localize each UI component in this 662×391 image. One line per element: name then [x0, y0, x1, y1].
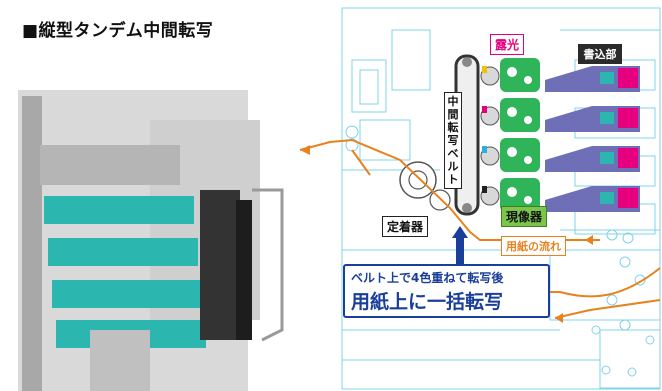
writer-unit-2	[545, 106, 640, 132]
station-cyan	[480, 138, 540, 172]
fuser-unit	[399, 161, 451, 211]
imaging-stations	[480, 58, 540, 212]
printer-photo	[18, 90, 284, 391]
belt-label: 中間転写ベルト	[444, 92, 462, 189]
callout-pointer-stem	[456, 238, 464, 266]
exposure-label: 露光	[490, 34, 525, 55]
writer-unit-1	[545, 66, 640, 92]
station-black	[480, 178, 540, 212]
fuser-label: 定着器	[382, 216, 429, 237]
diagram-title: ■縦型タンデム中間転写	[22, 21, 214, 41]
callout-box: ベルト上で4色重ねて転写後 用紙上に一括転写	[343, 264, 550, 318]
writer-label: 書込部	[578, 44, 622, 64]
writer-unit-4	[545, 186, 640, 212]
callout-line-1: ベルト上で4色重ねて転写後	[351, 271, 504, 285]
callout-line-2: 用紙上に一括転写	[351, 291, 504, 313]
developer-label: 現像器	[501, 206, 548, 227]
paper-flow-label: 用紙の流れ	[501, 236, 566, 256]
writer-units	[545, 66, 640, 212]
printer-line-art	[341, 7, 661, 390]
station-magenta	[480, 98, 540, 132]
writer-unit-3	[545, 146, 640, 172]
callout-pointer	[452, 226, 468, 238]
paper-path	[299, 138, 661, 319]
station-yellow	[480, 58, 540, 92]
